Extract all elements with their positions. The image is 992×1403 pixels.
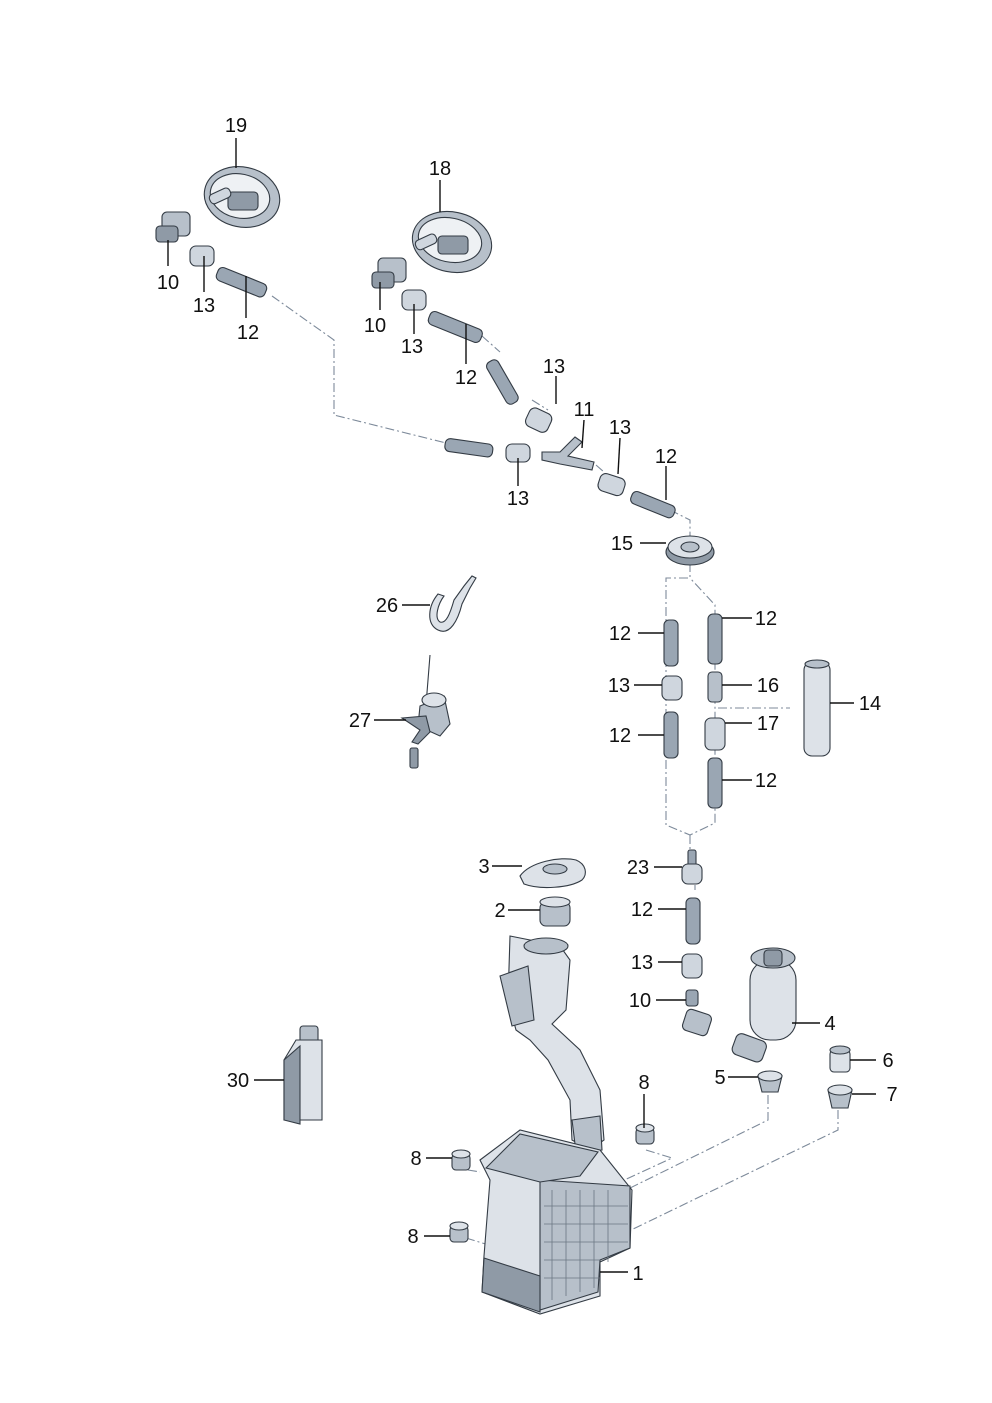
callout-13-left: 13: [193, 295, 215, 317]
callout-12-y: 12: [655, 446, 677, 468]
grommet-7: [827, 1084, 853, 1109]
washer-pump-4: [731, 947, 797, 1063]
filler-cap-3: [519, 858, 586, 889]
callout-19: 19: [225, 115, 247, 137]
callout-13-colA: 13: [608, 675, 630, 697]
callout-3: 3: [478, 856, 489, 878]
callout-26: 26: [376, 595, 398, 617]
callout-30: 30: [227, 1070, 249, 1092]
washer-reservoir-1: [479, 935, 633, 1315]
hose-column-left: [661, 619, 683, 759]
callout-labels: 19 18 10 13 12 10 13 12 13 11 13 12 13 1…: [157, 115, 898, 1285]
callout-1: 1: [632, 1263, 643, 1285]
y-connector-hoses: [444, 436, 676, 519]
nozzle-18-right: [371, 210, 553, 433]
callout-13-upper: 13: [543, 356, 565, 378]
callout-16: 16: [757, 675, 779, 697]
filler-insert-2: [539, 896, 571, 927]
callout-10-right: 10: [364, 315, 386, 337]
callout-11: 11: [574, 399, 595, 421]
nut-8-lower: [449, 1221, 469, 1243]
nut-8-middle: [451, 1149, 471, 1171]
fluid-bottle-30: [283, 1025, 323, 1125]
hose-column-right: [704, 613, 726, 809]
callout-12-colB: 12: [609, 725, 631, 747]
callout-7: 7: [886, 1084, 897, 1106]
assembly-lines: [271, 295, 839, 1251]
callout-10-lower: 10: [629, 990, 651, 1012]
callout-12-right: 12: [455, 367, 477, 389]
callout-12-colA: 12: [609, 623, 631, 645]
callout-12-colC: 12: [755, 608, 777, 630]
callout-15: 15: [611, 533, 633, 555]
callout-5: 5: [714, 1067, 725, 1089]
clip-26: [429, 575, 477, 632]
grommet-6: [829, 1045, 851, 1073]
nut-8-upper: [635, 1123, 655, 1145]
nozzle-19-left: [155, 166, 281, 298]
callout-8-lower: 8: [407, 1226, 418, 1248]
callout-18: 18: [429, 158, 451, 180]
connector-27: [400, 654, 451, 769]
callout-17: 17: [757, 713, 779, 735]
hose-column-lower: [681, 849, 712, 1037]
callout-23: 23: [627, 857, 649, 879]
grommet-5: [757, 1070, 783, 1093]
callout-13-y: 13: [609, 417, 631, 439]
grommet-15: [665, 535, 715, 566]
leader-lines: [167, 138, 876, 1273]
callout-12-colD: 12: [755, 770, 777, 792]
callout-6: 6: [882, 1050, 893, 1072]
callout-8-middle: 8: [410, 1148, 421, 1170]
callout-13-mid: 13: [507, 488, 529, 510]
callout-12-left: 12: [237, 322, 259, 344]
callout-12-lower: 12: [631, 899, 653, 921]
callout-4: 4: [824, 1013, 835, 1035]
hose-sleeve-14: [803, 659, 831, 757]
callout-13-lower: 13: [631, 952, 653, 974]
callout-14: 14: [859, 693, 881, 715]
callout-8-upper: 8: [638, 1072, 649, 1094]
callout-27: 27: [349, 710, 371, 732]
callout-13-right: 13: [401, 336, 423, 358]
callout-2: 2: [494, 900, 505, 922]
callout-10-left: 10: [157, 272, 179, 294]
